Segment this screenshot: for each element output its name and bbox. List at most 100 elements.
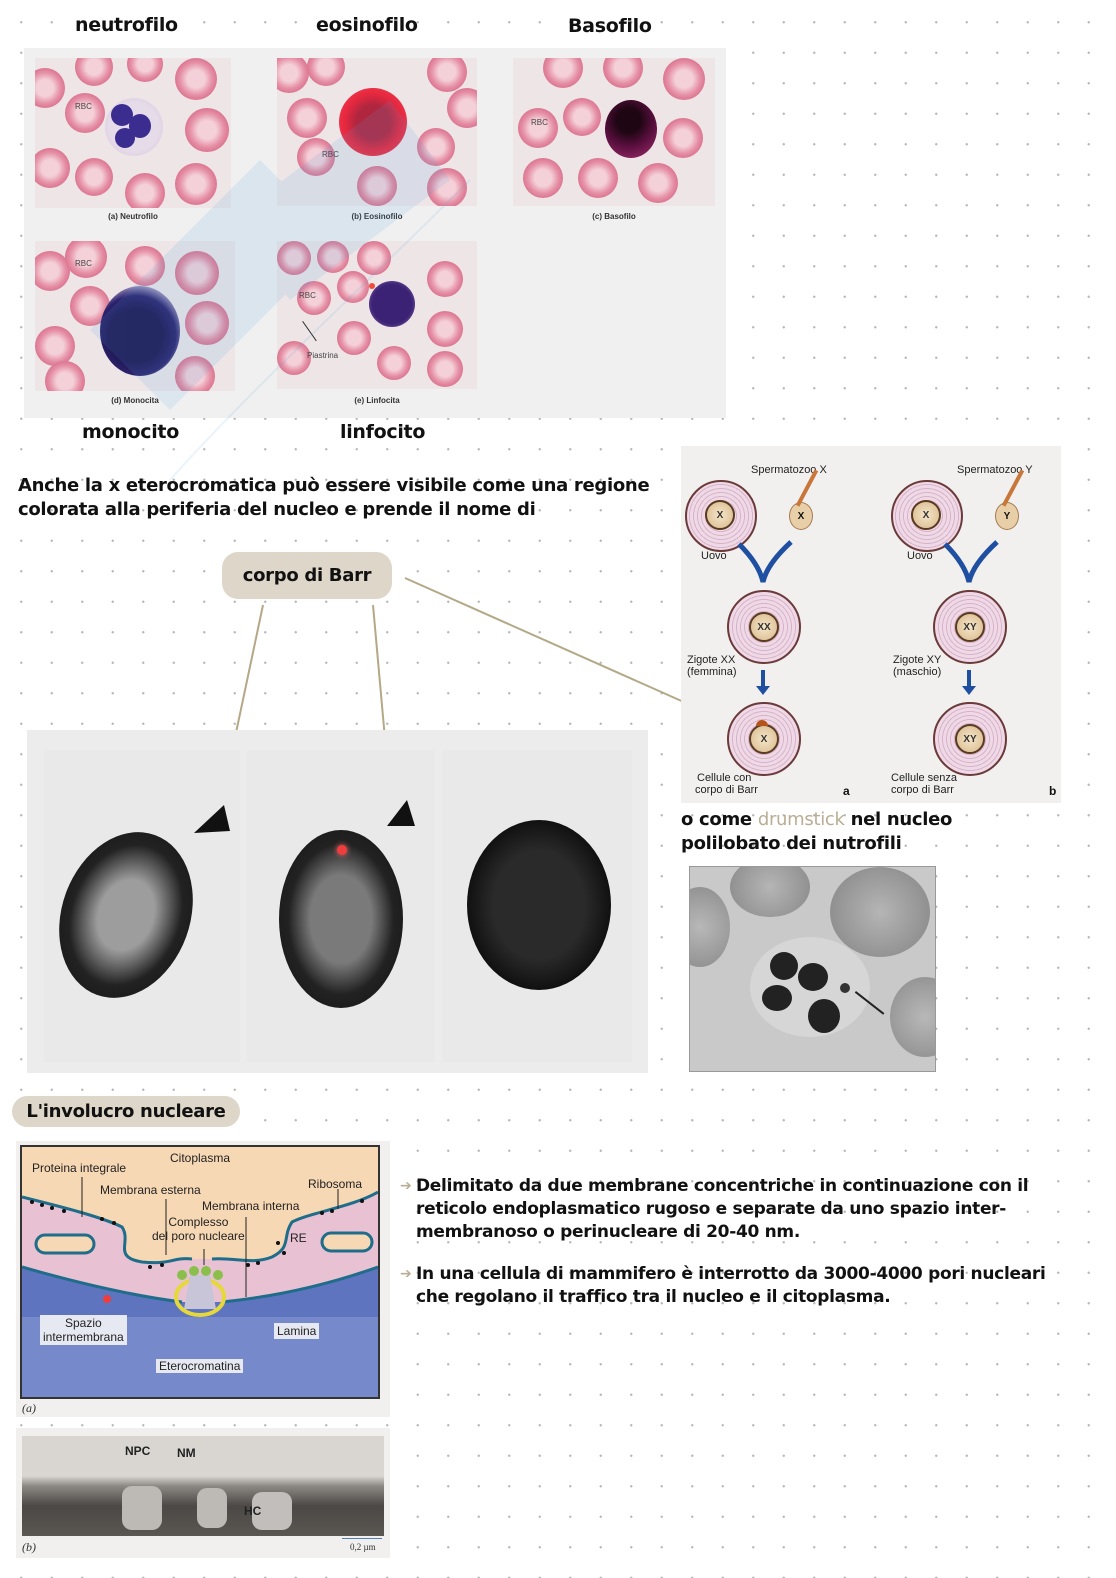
caption-neutrofilo: (a) Neutrofilo [108, 212, 158, 221]
envelope-em-image: NPC NM HC [22, 1436, 384, 1536]
arrow-right-icon: ➔ [400, 1178, 412, 1194]
sperm-y-chrom: Y [1003, 510, 1011, 522]
label-complesso-2: del poro nucleare [152, 1229, 245, 1243]
section-title-involucro: L'involucro nucleare [12, 1096, 240, 1127]
platelet-label: Piastrina [307, 351, 339, 360]
rbc-label: RBC [75, 259, 92, 268]
drumstick-micrograph [689, 866, 936, 1072]
drumstick-suffix: nel nucleo [844, 809, 953, 830]
leukocyte-figure: RBC (a) Neutrofilo RBC (b) Eosinofilo RB… [24, 48, 726, 418]
monocyte-image: RBC [35, 241, 235, 391]
label-spazio-intermembrana: Spazio intermembrana [40, 1315, 127, 1345]
zygote-xy-label-1: Zigote XY [893, 654, 942, 666]
cell-with-barr-label-1: Cellule con [697, 772, 752, 784]
caption-monocita: (d) Monocita [111, 396, 159, 405]
sperm-y: Y [995, 502, 1019, 530]
label-neutrofilo: neutrofilo [75, 14, 178, 36]
label-membrana-interna: Membrana interna [202, 1199, 300, 1213]
cell-without-barr-label: Cellule senza corpo di Barr [891, 772, 957, 796]
down-arrow-b [967, 670, 971, 688]
barr-body-highlight [337, 845, 347, 855]
drumstick-text: o come drumstick nel nucleo polilobato d… [681, 808, 952, 856]
caption-basofilo: (c) Basofilo [592, 212, 636, 221]
barr-intro-line-2: colorata alla periferia del nucleo e pre… [18, 499, 536, 520]
envelope-diagram: Citoplasma Proteina integrale Ribosoma M… [20, 1145, 380, 1399]
label-membrana-esterna: Membrana esterna [100, 1183, 201, 1197]
zygote-xx-label: Zigote XX (femmina) [687, 654, 737, 678]
panel-b-label: b [1049, 784, 1057, 798]
sperm-y-label: Spermatozoo Y [957, 464, 1033, 476]
scale-bar [342, 1538, 382, 1539]
drumstick-keyword: drumstick [757, 809, 845, 830]
panel-a-label: a [843, 784, 850, 798]
barr-body-label: corpo di Barr [222, 552, 392, 599]
cell-with-barr-label: Cellule con corpo di Barr [695, 772, 758, 796]
sperm-x: X [789, 502, 813, 530]
sperm-x-chrom: X [797, 510, 805, 522]
drumstick-prefix: o come [681, 809, 758, 830]
em-label-hc: HC [244, 1504, 262, 1518]
barr-intro-line-1: Anche la x eterocromatica può essere vis… [18, 475, 650, 496]
bullet-1-line-1: Delimitato da due membrane concentriche … [416, 1176, 1029, 1196]
zygote-xx-nucleus: XX [749, 612, 779, 642]
label-spazio-2: intermembrana [43, 1330, 124, 1344]
zygote-xy-label: Zigote XY (maschio) [893, 654, 941, 678]
drumstick-line-2: polilobato dei nutrofili [681, 833, 902, 854]
nucleus-panel-1 [36, 750, 240, 1062]
caption-eosinofilo: (b) Eosinofilo [351, 212, 403, 221]
rbc-label: RBC [75, 102, 92, 111]
egg-label-b: Uovo [907, 550, 933, 562]
label-eosinofilo: eosinofilo [316, 14, 418, 36]
egg-nucleus-b: X [911, 500, 941, 530]
lymphocyte-image: RBC Piastrina [277, 241, 477, 389]
neutrophil-image: RBC [35, 58, 231, 208]
zygote-xy-label-2: (maschio) [893, 666, 942, 678]
bullet-2-line-2: che regolano il traffico tra il nucleo e… [416, 1287, 891, 1307]
zygote-xx-label-2: (femmina) [687, 666, 737, 678]
scale-bar-label: 0,2 µm [350, 1542, 376, 1552]
rbc-label: RBC [531, 118, 548, 127]
label-linfocito: linfocito [340, 421, 426, 443]
down-arrow-a [761, 670, 765, 688]
rbc-label: RBC [299, 291, 316, 300]
sperm-x-label: Spermatozoo X [751, 464, 827, 476]
envelope-diagram-panel: Citoplasma Proteina integrale Ribosoma M… [16, 1141, 390, 1417]
fusion-arrow-a [737, 540, 793, 583]
cell-with-barr-label-2: corpo di Barr [695, 784, 758, 796]
caption-linfocita: (e) Linfocita [354, 396, 400, 405]
cell-with-barr-nucleus: X [749, 724, 779, 754]
label-re: RE [290, 1231, 307, 1245]
envelope-bullets: ➔ Delimitato da due membrane concentrich… [400, 1175, 1112, 1309]
eosinophil-image: RBC [277, 58, 477, 206]
barr-intro: Anche la x eterocromatica può essere vis… [18, 474, 650, 522]
barr-nuclei-micrograph [27, 730, 648, 1073]
barr-marker-arrowhead [387, 800, 415, 826]
envelope-em-panel: NPC NM HC (b) 0,2 µm [16, 1428, 390, 1558]
basophil-image: RBC [513, 58, 715, 206]
cell-without-barr-nucleus: XY [955, 724, 985, 754]
barr-body-dot [756, 720, 768, 726]
nucleus-panel-3 [442, 750, 632, 1062]
label-basofilo: Basofilo [568, 15, 652, 37]
label-ribosoma: Ribosoma [308, 1177, 363, 1191]
drumstick-lobe [840, 983, 850, 993]
panel-b-label-env: (b) [22, 1540, 36, 1554]
zygote-xy-nucleus: XY [955, 612, 985, 642]
label-spazio-1: Spazio [65, 1316, 102, 1330]
cell-without-barr-label-2: corpo di Barr [891, 784, 954, 796]
label-proteina-integrale: Proteina integrale [32, 1161, 127, 1175]
egg-label-a: Uovo [701, 550, 727, 562]
bullet-item: ➔ In una cellula di mammifero è interrot… [400, 1263, 1112, 1309]
sex-determination-diagram: X Spermatozoo X X Uovo XX Zigote XX (fem… [681, 446, 1061, 803]
label-monocito: monocito [82, 421, 179, 443]
section-title-text: L'involucro nucleare [26, 1101, 226, 1122]
em-label-nm: NM [177, 1446, 196, 1460]
nucleus-panel-2 [247, 750, 435, 1062]
bullet-2-line-1: In una cellula di mammifero è interrotto… [416, 1264, 1046, 1284]
rbc-label: RBC [322, 150, 339, 159]
label-citoplasma: Citoplasma [170, 1151, 231, 1165]
bullet-1-line-3: membranoso o perinucleare di 20-40 nm. [416, 1222, 801, 1242]
label-complesso-1: Complesso [168, 1215, 229, 1229]
zygote-xx-label-1: Zigote XX [687, 654, 736, 666]
zygote-xy [933, 590, 1007, 664]
